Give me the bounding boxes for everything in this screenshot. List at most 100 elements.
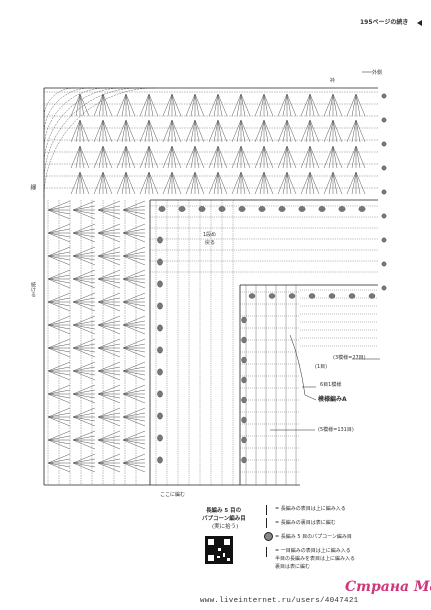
- left-fan: [97, 223, 121, 243]
- popcorn-left: [157, 390, 163, 398]
- popcorn-inner-top: [348, 293, 356, 299]
- left-fan: [47, 407, 71, 427]
- top-fan: [162, 171, 182, 195]
- top-fan: [93, 93, 113, 117]
- left-fan: [122, 407, 146, 427]
- left-fan: [72, 292, 96, 312]
- left-fan: [47, 223, 71, 243]
- popcorn-inner-left: [241, 416, 247, 424]
- legend-popcorn-icon: [264, 532, 273, 541]
- left-fan: [97, 338, 121, 358]
- popcorn-top: [338, 206, 346, 212]
- top-fan: [162, 93, 182, 117]
- collar-label: 衿: [330, 78, 336, 84]
- edge-marker: [381, 237, 387, 243]
- legend-item-3c: 裏目は表に編む: [275, 564, 311, 570]
- corner-arc: [43, 87, 107, 151]
- legend-title-line1: 長編み 5 目の: [206, 508, 242, 514]
- left-fan: [122, 200, 146, 220]
- stitch-grid: [44, 91, 378, 485]
- continue-label: 続ける: [30, 282, 36, 297]
- edge-marker: [381, 189, 387, 195]
- left-fan: [97, 384, 121, 404]
- left-fan: [97, 361, 121, 381]
- left-fan: [47, 384, 71, 404]
- popcorn-left: [157, 324, 163, 332]
- popcorn-inner-left: [241, 456, 247, 464]
- edge-marker: [381, 93, 387, 99]
- legend-symbol-3: [266, 547, 271, 557]
- top-fan: [254, 119, 274, 143]
- popcorn-top: [258, 206, 266, 212]
- popcorn-top: [198, 206, 206, 212]
- popcorn-inner-top: [368, 293, 376, 299]
- top-fan: [70, 171, 90, 195]
- popcorn-top: [238, 206, 246, 212]
- top-fan: [323, 145, 343, 169]
- legend-title-line3: (実に拾う): [212, 524, 239, 530]
- corner-arc: [43, 87, 75, 119]
- left-fan: [122, 338, 146, 358]
- left-fan: [72, 430, 96, 450]
- top-fan: [93, 145, 113, 169]
- back-label: 戻る: [205, 240, 216, 246]
- top-fan: [277, 93, 297, 117]
- legend-title-line2: パプコーン編み目: [202, 516, 246, 522]
- corner-arc: [43, 87, 91, 135]
- top-fan: [93, 171, 113, 195]
- edge-marker: [381, 165, 387, 171]
- left-fan: [97, 430, 121, 450]
- top-fan: [116, 119, 136, 143]
- watermark-url: www.liveinternet.ru/users/4047421: [200, 597, 359, 605]
- top-fan: [139, 145, 159, 169]
- pattern-a-label: 模様編みA: [318, 396, 347, 403]
- popcorn-inner-left: [241, 356, 247, 364]
- popcorn-top: [278, 206, 286, 212]
- top-fan: [231, 145, 251, 169]
- top-fan: [323, 171, 343, 195]
- top-fan: [277, 145, 297, 169]
- popcorn-left: [157, 258, 163, 266]
- edge-marker: [381, 117, 387, 123]
- left-fan: [122, 315, 146, 335]
- left-fan: [72, 200, 96, 220]
- popcorn-left: [157, 280, 163, 288]
- top-fan: [300, 171, 320, 195]
- top-fan: [277, 171, 297, 195]
- popcorn-inner-left: [241, 436, 247, 444]
- top-fan: [162, 145, 182, 169]
- top-fan: [346, 119, 366, 143]
- outside-direction-label: 外側: [372, 70, 383, 76]
- legend-item-3: = 一目編みの表目は上に編み入る: [275, 548, 351, 554]
- left-fan: [122, 269, 146, 289]
- corner-arc: [43, 87, 139, 183]
- top-fan: [185, 171, 205, 195]
- popcorn-inner-top: [248, 293, 256, 299]
- edge-marker: [381, 285, 387, 291]
- top-fan: [208, 171, 228, 195]
- top-fan: [254, 171, 274, 195]
- popcorn-left: [157, 412, 163, 420]
- continued-from-header: 195ページの続き: [360, 19, 409, 26]
- left-fan: [97, 200, 121, 220]
- left-fan: [47, 453, 71, 473]
- top-fan: [277, 119, 297, 143]
- top-fan: [346, 145, 366, 169]
- left-fan: [47, 246, 71, 266]
- top-fan: [70, 93, 90, 117]
- legend-item-3b: 半目の長編みを表目は上に編み入る: [275, 556, 356, 562]
- popcorn-top: [218, 206, 226, 212]
- top-fan: [323, 93, 343, 117]
- popcorn-stitches: [157, 93, 387, 464]
- legend-symbol-1b: [266, 518, 271, 528]
- top-fan: [162, 119, 182, 143]
- left-fan: [122, 384, 146, 404]
- pattern-count-label-2: (5模様=131目): [318, 427, 354, 433]
- left-fan: [122, 223, 146, 243]
- left-fan: [97, 269, 121, 289]
- top-fan: [300, 93, 320, 117]
- top-fan: [208, 93, 228, 117]
- left-fan: [47, 269, 71, 289]
- popcorn-inner-top: [288, 293, 296, 299]
- left-fan: [47, 361, 71, 381]
